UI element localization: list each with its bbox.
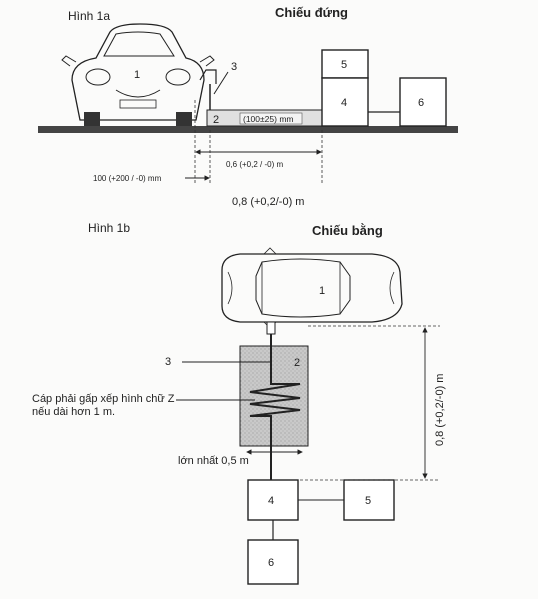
- label-box6-a: 6: [418, 97, 424, 109]
- box-6-front: [399, 77, 447, 127]
- cable-zfold: [249, 334, 301, 480]
- plug-top-view: [266, 321, 276, 335]
- dim-mat-label: 0,6 (+0,2 / -0) m: [226, 160, 283, 169]
- car-top-view: [221, 247, 403, 329]
- label-mat-b: 2: [294, 357, 300, 369]
- label-cable-a: 3: [231, 61, 237, 73]
- box-4-top: [247, 479, 299, 521]
- label-car-b: 1: [319, 285, 325, 297]
- label-car-a: 1: [134, 69, 140, 81]
- label-mat-a: 2: [213, 114, 219, 126]
- label-box5-b: 5: [365, 495, 371, 507]
- figure-a-title: Hình 1a: [68, 9, 110, 23]
- width-note: lớn nhất 0,5 m: [178, 455, 249, 467]
- box-5-top: [343, 479, 395, 521]
- box-4-front: [321, 77, 369, 127]
- mat-height-label: (100±25) mm: [243, 114, 294, 124]
- mat-height-tag: [239, 112, 303, 125]
- figure-b-title: Hình 1b: [88, 221, 130, 235]
- dim-vertical-label: 0,8 (+0,2/-0) m: [434, 374, 446, 446]
- box-6-top: [247, 539, 299, 585]
- car-front-view: [61, 23, 215, 126]
- ground-line: [38, 126, 458, 133]
- figure-b-heading: Chiếu bằng: [312, 223, 383, 238]
- label-box5-a: 5: [341, 59, 347, 71]
- label-box4-b: 4: [268, 495, 274, 507]
- label-box6-b: 6: [268, 557, 274, 569]
- dim-offset-label: 100 (+200 / -0) mm: [93, 174, 162, 183]
- label-cable-b: 3: [165, 356, 171, 368]
- charging-plug-a: [199, 69, 229, 110]
- note-line-2: nếu dài hơn 1 m.: [32, 406, 115, 418]
- figure-a-heading: Chiếu đứng: [275, 5, 348, 20]
- mat-top-view: [239, 345, 309, 447]
- label-box4-a: 4: [341, 97, 347, 109]
- note-line-1: Cáp phải gấp xếp hình chữ Z: [32, 393, 175, 405]
- dim-total-label: 0,8 (+0,2/-0) m: [232, 196, 304, 208]
